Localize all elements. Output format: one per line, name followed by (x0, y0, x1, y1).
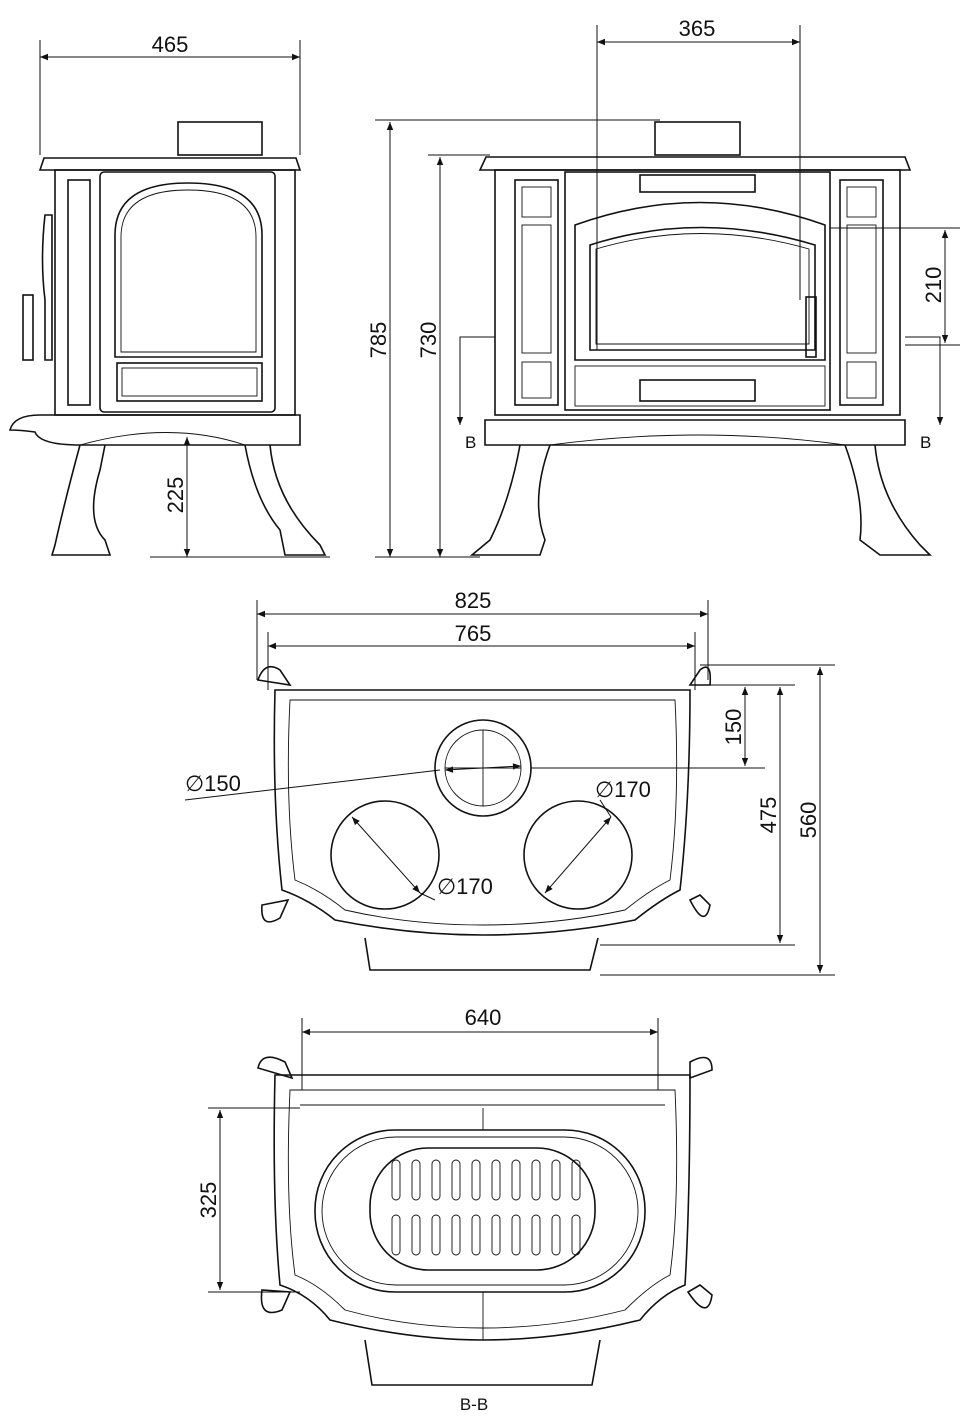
flue-height-dimension: 210 (921, 267, 946, 304)
body-height-dimension: 730 (416, 322, 441, 359)
total-height-dimension: 785 (366, 322, 391, 359)
body-width-dimension: 765 (455, 621, 492, 646)
hotplate-left-diameter-label: ∅170 (437, 874, 493, 899)
flue-diameter-label: ∅150 (185, 771, 241, 796)
section-marker-left: B (465, 433, 476, 452)
flue-offset-dimension: 365 (679, 16, 716, 41)
section-title: B-B (460, 1395, 488, 1414)
flue-depth-dimension: 150 (721, 709, 746, 746)
grate-slots (391, 1159, 581, 1256)
section-view: 640 325 B-B (196, 1005, 713, 1414)
section-depth-dimension: 325 (196, 1182, 221, 1219)
side-width-dimension: 465 (152, 32, 189, 57)
hotplate-right-diameter-label: ∅170 (595, 777, 651, 802)
leg-height-dimension: 225 (163, 477, 188, 514)
front-view: 365 785 730 210 B B (366, 16, 960, 558)
top-view: 825 765 560 475 150 ∅150 ∅170 ∅170 (184, 588, 835, 976)
section-marker-right: B (920, 433, 931, 452)
section-width-dimension: 640 (465, 1005, 502, 1030)
side-view: 465 225 (8, 32, 330, 558)
overall-width-dimension: 825 (455, 588, 492, 613)
body-depth-dimension: 475 (756, 797, 781, 834)
overall-depth-dimension: 560 (796, 802, 821, 839)
